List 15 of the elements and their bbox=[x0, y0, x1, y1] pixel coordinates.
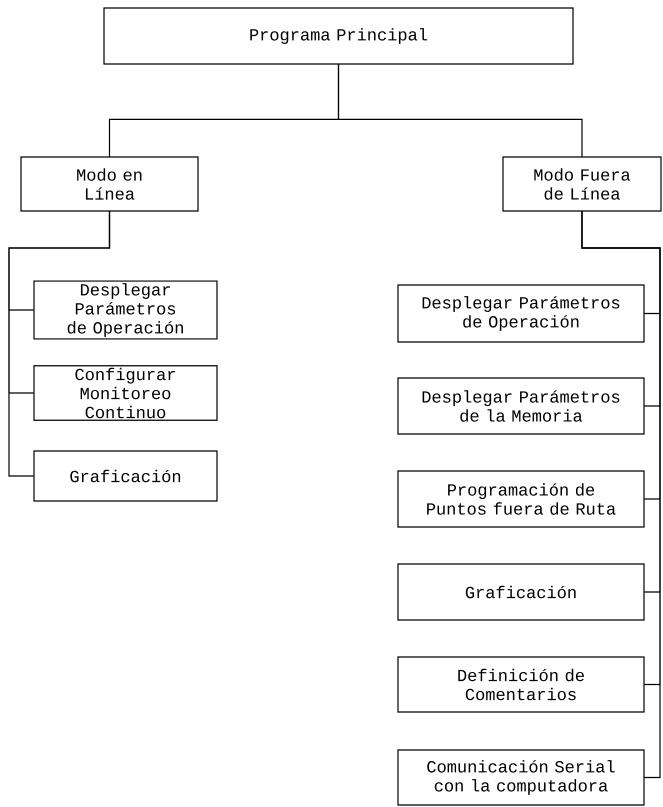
mode-box: Modo Fuera de Línea bbox=[502, 156, 662, 212]
function-box: Comunicación Serial con la computadora bbox=[397, 749, 645, 806]
connector-line bbox=[8, 212, 110, 477]
function-box: Desplegar Parámetros de Operación bbox=[33, 280, 218, 340]
function-box: Desplegar Parámetros de la Memoria bbox=[397, 377, 645, 435]
connector-line bbox=[581, 212, 661, 778]
function-box: Programación de Puntos fuera de Ruta bbox=[397, 470, 645, 528]
function-box: Definición de Comentarios bbox=[397, 656, 645, 713]
root-box: Programa Principal bbox=[103, 7, 574, 65]
function-box: Graficación bbox=[397, 563, 645, 621]
function-box: Graficación bbox=[33, 450, 218, 502]
function-box: Configurar Monitoreo Continuo bbox=[33, 365, 218, 421]
function-box: Desplegar Parámetros de Operación bbox=[397, 284, 645, 343]
mode-box: Modo en Línea bbox=[20, 156, 199, 212]
connector-line bbox=[338, 64, 583, 156]
